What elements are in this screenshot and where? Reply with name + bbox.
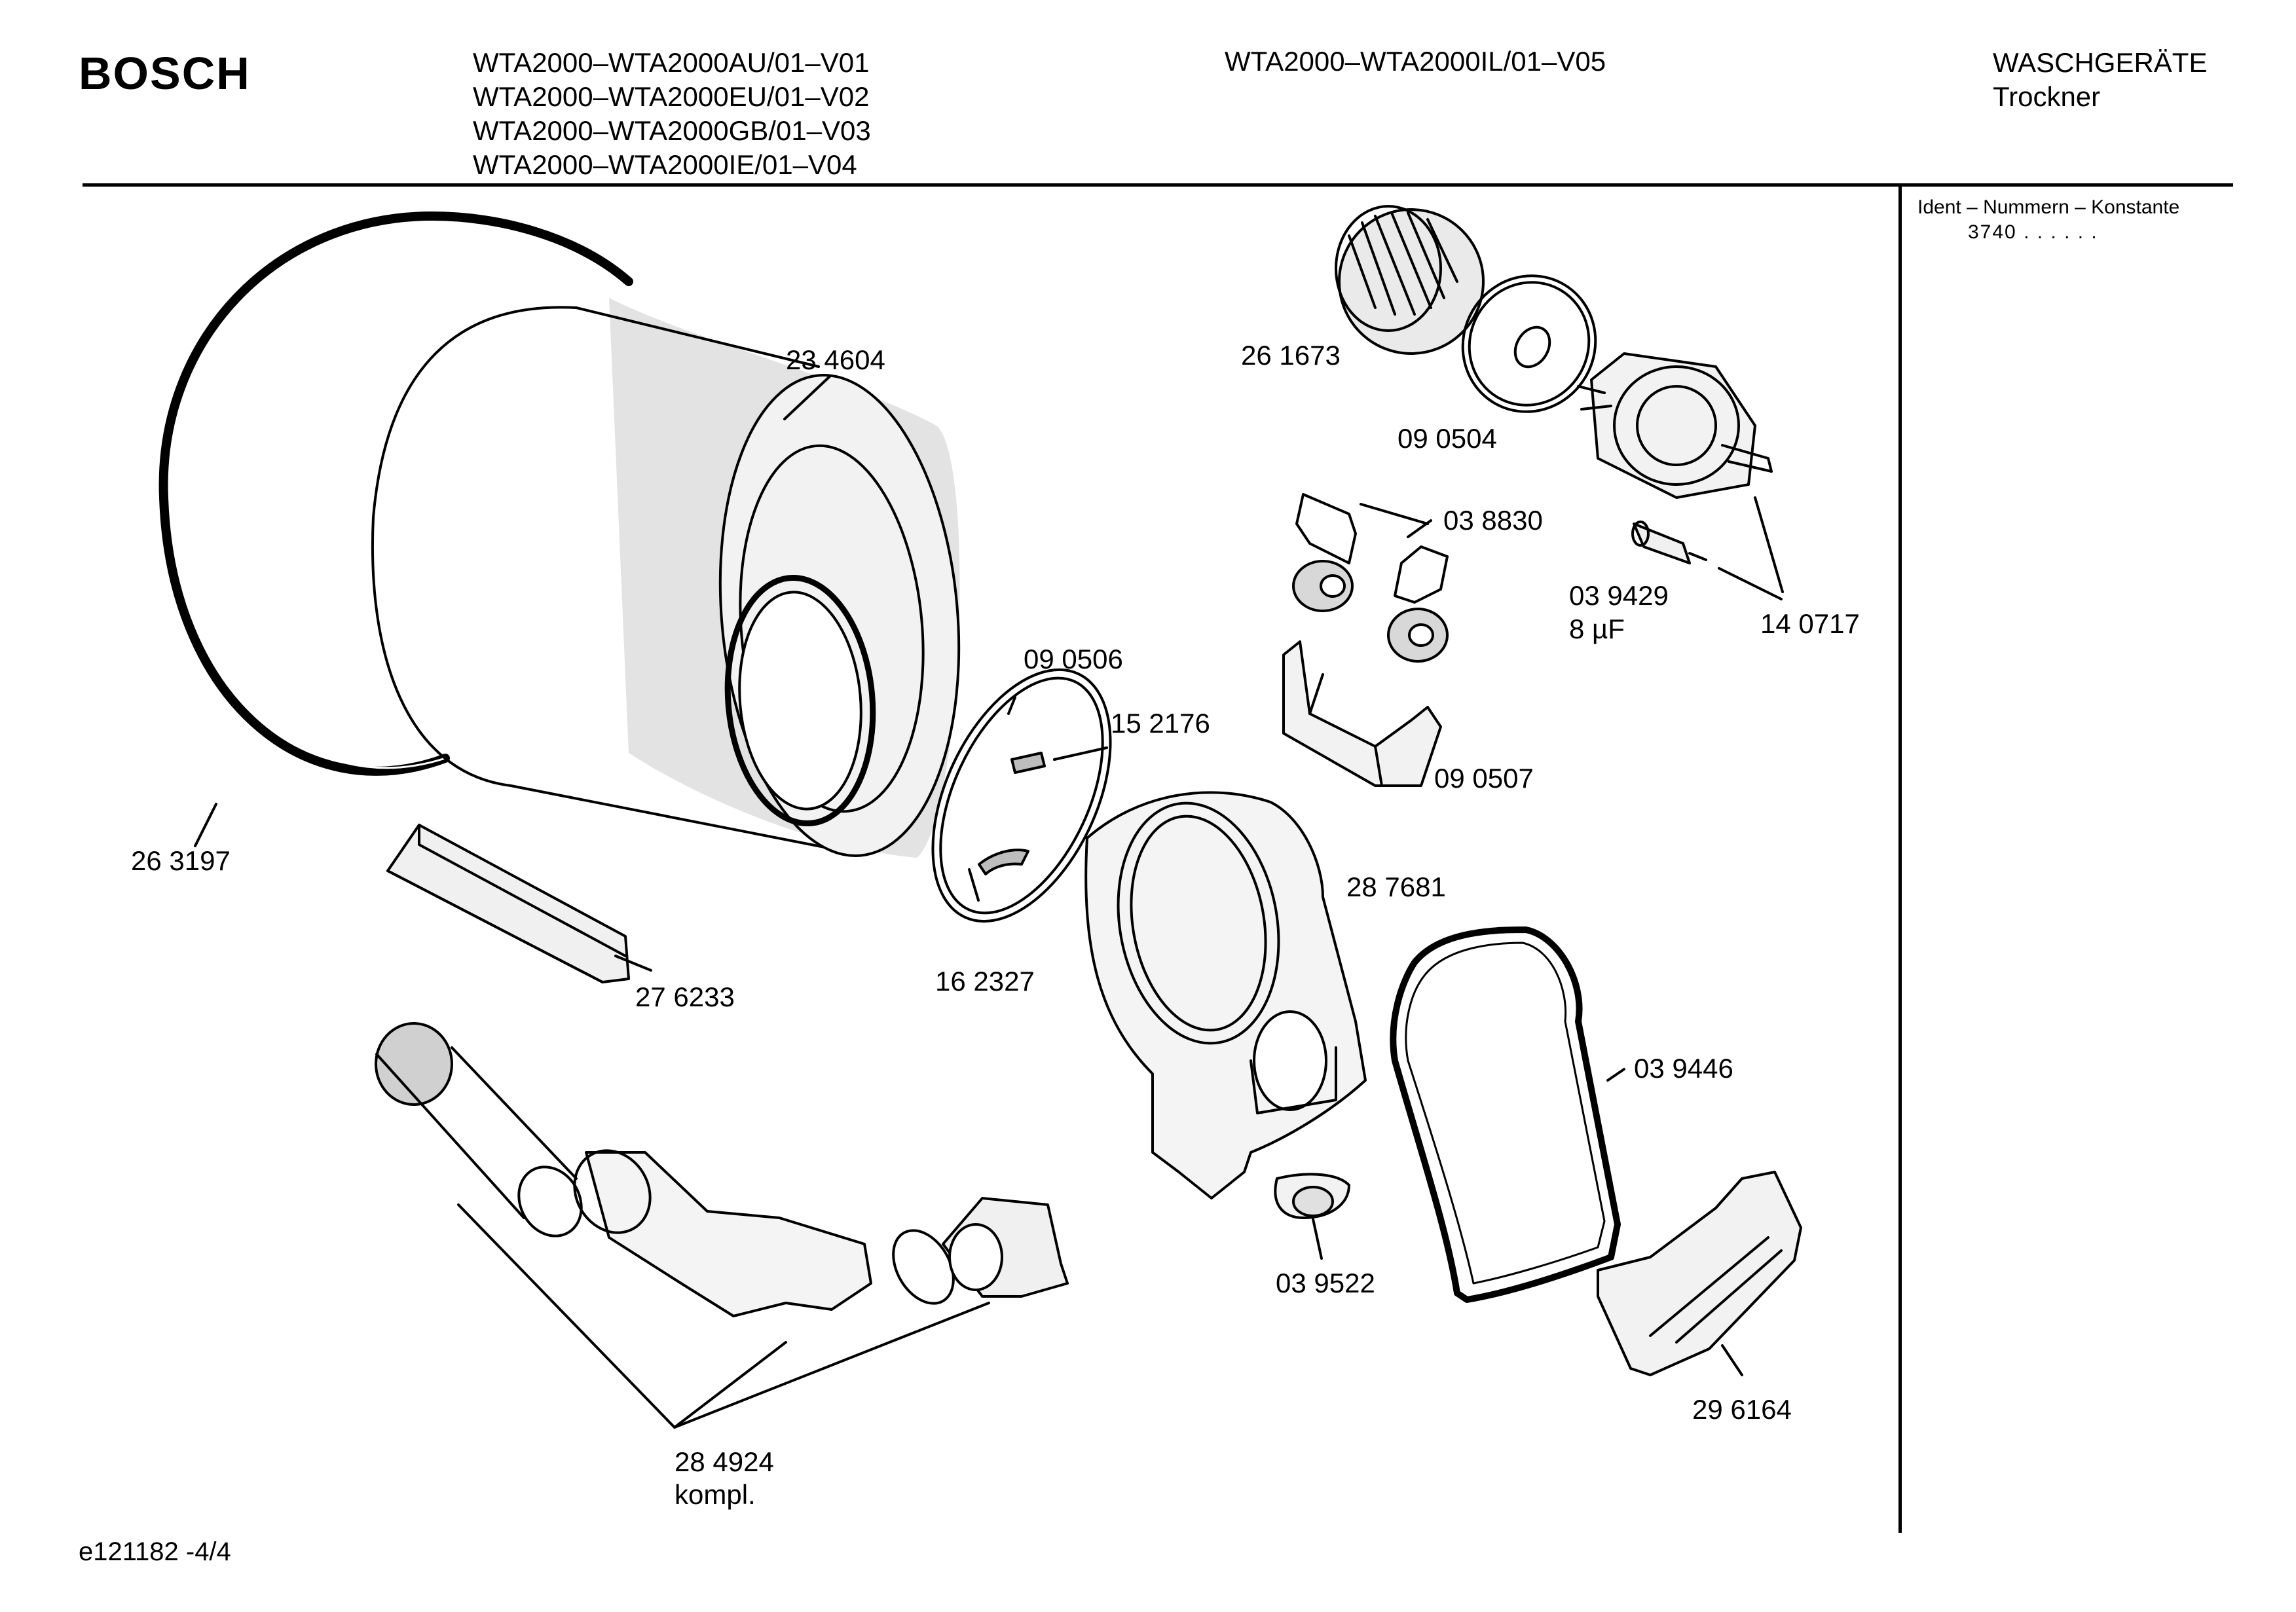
capacitor <box>1631 521 1707 564</box>
ident-value: 3740 . . . . . . <box>1968 221 2098 243</box>
motor-bracket <box>1282 640 1442 787</box>
bearing-left <box>1292 560 1354 612</box>
label-bearing-clip: 03 8830 <box>1443 505 1543 536</box>
leader-lines <box>194 375 1784 1429</box>
label-drum: 23 4604 <box>786 344 885 375</box>
label-capacitor-value: 8 µF <box>1569 614 1625 644</box>
label-duct-set-note: kompl. <box>675 1479 756 1510</box>
label-fan-plate: 09 0504 <box>1398 423 1497 454</box>
bearing-right <box>1387 608 1449 663</box>
duct-adapter <box>942 1197 1069 1298</box>
label-drum-seal: 26 3197 <box>131 845 231 876</box>
flex-hose <box>375 1022 583 1237</box>
model-line: WTA2000–WTA2000EU/01–V02 <box>473 81 870 112</box>
front-housing <box>1084 791 1367 1200</box>
label-fan-wheel: 26 1673 <box>1241 340 1341 371</box>
label-cover-clip-lower: 16 2327 <box>935 966 1035 997</box>
label-thermostat: 03 9522 <box>1276 1268 1375 1298</box>
ident-title: Ident – Nummern – Konstante <box>1917 196 2180 218</box>
rear-cover <box>931 668 1112 923</box>
label-front-housing: 28 7681 <box>1346 871 1446 902</box>
thermostat <box>1274 1173 1350 1219</box>
exploded-diagram <box>158 205 1802 1429</box>
model-line: WTA2000–WTA2000GB/01–V03 <box>473 115 871 146</box>
label-cover-clip-upper: 15 2176 <box>1111 708 1210 739</box>
category: WASCHGERÄTE Trockner <box>1993 46 2207 114</box>
label-lint-filter: 29 6164 <box>1692 1394 1792 1425</box>
side-panel-divider <box>1898 185 1902 1533</box>
category-sub: Trockner <box>1993 81 2101 112</box>
label-bracket: 09 0507 <box>1434 763 1534 794</box>
model-list: WTA2000–WTA2000AU/01–V01 WTA2000–WTA2000… <box>473 46 871 182</box>
motor <box>1577 352 1773 499</box>
model-line: WTA2000–WTA2000IE/01–V04 <box>473 149 857 180</box>
drum <box>371 298 961 858</box>
label-lifter: 27 6233 <box>635 981 735 1012</box>
label-front-gasket: 03 9446 <box>1634 1053 1733 1084</box>
label-duct-set: 28 4924 <box>675 1446 774 1477</box>
fan-wheel <box>1335 205 1485 355</box>
category-main: WASCHGERÄTE <box>1993 47 2208 78</box>
drum-lifter <box>386 824 630 983</box>
label-capacitor: 03 9429 <box>1569 580 1669 611</box>
model-line-center: WTA2000–WTA2000IL/01–V05 <box>1225 46 1606 77</box>
drawing-id: e121182 -4/4 <box>79 1537 231 1566</box>
duct-seal-ring <box>892 1229 955 1305</box>
fan-plate <box>1461 274 1597 413</box>
duct-elbow <box>573 1149 872 1317</box>
label-rear-cover: 09 0506 <box>1024 644 1123 674</box>
front-gasket <box>1390 926 1621 1303</box>
model-line: WTA2000–WTA2000AU/01–V01 <box>473 47 870 78</box>
header-divider <box>83 183 2233 187</box>
label-motor: 14 0717 <box>1760 608 1860 639</box>
drum-seal-ring <box>158 211 633 776</box>
bearing-clip-left <box>1295 493 1357 564</box>
lint-filter <box>1597 1171 1802 1376</box>
brand-logo: BOSCH <box>79 48 251 99</box>
bearing-clip-right <box>1394 545 1449 604</box>
